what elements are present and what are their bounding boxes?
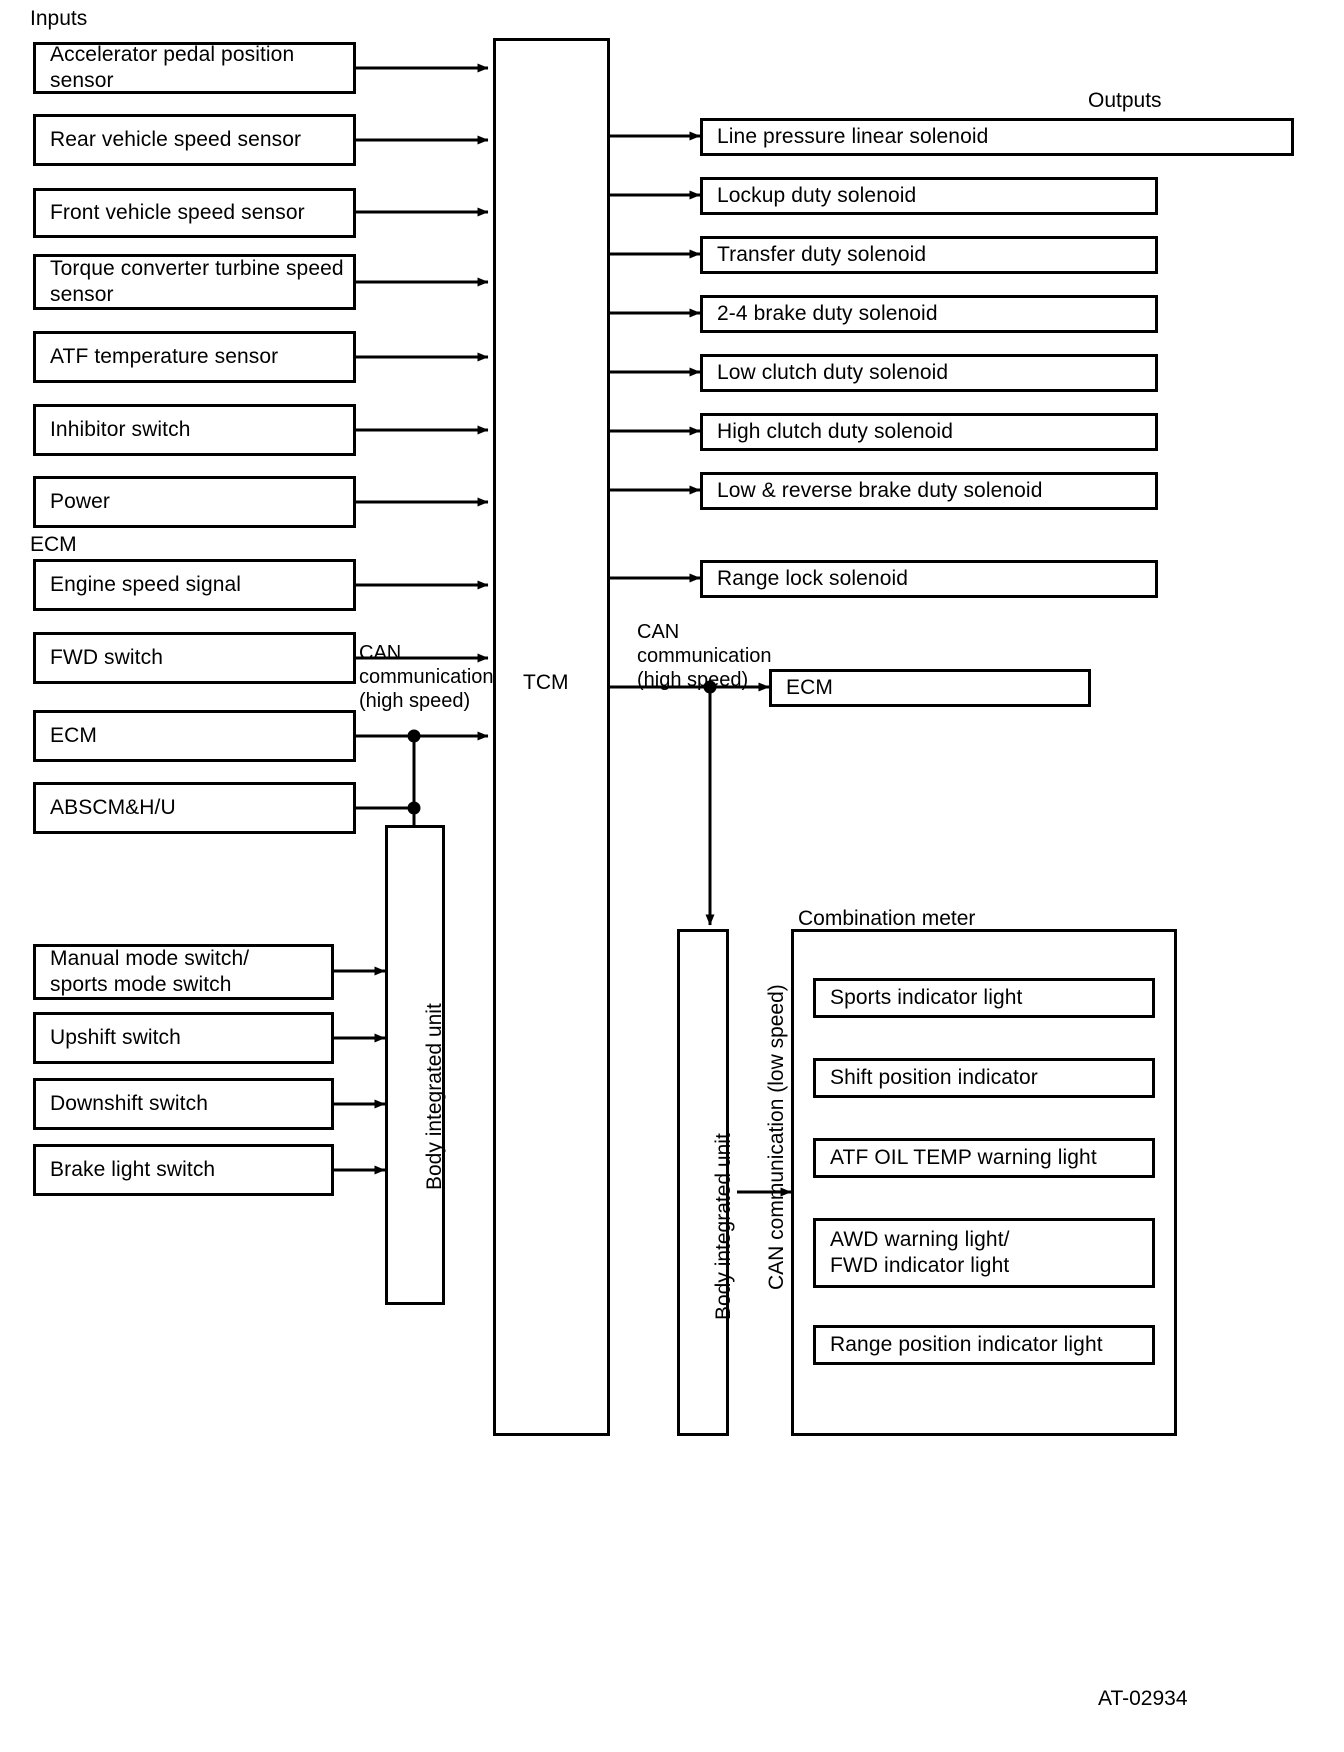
output-box-low-reverse-brake-duty-solenoid[interactable]: Low & reverse brake duty solenoid <box>700 472 1158 510</box>
input-box-inhibitor-switch[interactable]: Inhibitor switch <box>33 404 356 456</box>
input-box-atf-temperature-sensor[interactable]: ATF temperature sensor <box>33 331 356 383</box>
tcm-unit[interactable] <box>493 38 610 1436</box>
can-high-speed-label-left: CAN communication (high speed) <box>359 642 494 712</box>
output-box-2-4-brake-duty-solenoid[interactable]: 2-4 brake duty solenoid <box>700 295 1158 333</box>
figure-code: AT-02934 <box>1098 1687 1188 1710</box>
meter-label: AWD warning light/ FWD indicator light <box>830 1228 1010 1277</box>
meter-box-range-position-indicator-light[interactable]: Range position indicator light <box>813 1325 1155 1365</box>
output-box-line-pressure-linear-solenoid[interactable]: Line pressure linear solenoid <box>700 118 1294 156</box>
output-box-range-lock-solenoid[interactable]: Range lock solenoid <box>700 560 1158 598</box>
output-box-transfer-duty-solenoid[interactable]: Transfer duty solenoid <box>700 236 1158 274</box>
input-label: Rear vehicle speed sensor <box>50 128 302 152</box>
output-label: Range lock solenoid <box>717 567 909 591</box>
body-integrated-unit-left-label: Body integrated unit <box>423 1003 446 1190</box>
input-label: ABSCM&H/U <box>50 796 176 820</box>
output-box-ecm[interactable]: ECM <box>769 669 1091 707</box>
switch-label: Brake light switch <box>50 1158 216 1182</box>
output-label: High clutch duty solenoid <box>717 420 953 444</box>
switch-box-manual-sports-mode[interactable]: Manual mode switch/ sports mode switch <box>33 944 334 1000</box>
body-integrated-unit-left[interactable] <box>385 825 445 1305</box>
tcm-label: TCM <box>523 671 569 694</box>
ecm-group-heading: ECM <box>30 533 77 556</box>
meter-label: Sports indicator light <box>830 986 1023 1010</box>
combination-meter-group <box>791 929 1177 1436</box>
switch-label: Manual mode switch/ sports mode switch <box>50 947 250 996</box>
outputs-heading: Outputs <box>1088 89 1162 112</box>
input-label: ATF temperature sensor <box>50 345 279 369</box>
can-high-speed-label-right: CAN communication (high speed) <box>637 621 772 691</box>
output-box-low-clutch-duty-solenoid[interactable]: Low clutch duty solenoid <box>700 354 1158 392</box>
input-label: Power <box>50 490 111 514</box>
input-label: FWD switch <box>50 646 163 670</box>
input-box-abscm-hu[interactable]: ABSCM&H/U <box>33 782 356 834</box>
input-box-ecm[interactable]: ECM <box>33 710 356 762</box>
output-label: Lockup duty solenoid <box>717 184 917 208</box>
input-label: Torque converter turbine speed sensor <box>50 257 344 306</box>
input-label: Accelerator pedal position sensor <box>50 43 295 92</box>
meter-box-atf-oil-temp-warning-light[interactable]: ATF OIL TEMP warning light <box>813 1138 1155 1178</box>
switch-box-downshift[interactable]: Downshift switch <box>33 1078 334 1130</box>
output-label: ECM <box>786 676 833 700</box>
input-box-engine-speed-signal[interactable]: Engine speed signal <box>33 559 356 611</box>
input-label: Front vehicle speed sensor <box>50 201 305 225</box>
input-box-front-vehicle-speed-sensor[interactable]: Front vehicle speed sensor <box>33 188 356 238</box>
input-box-fwd-switch[interactable]: FWD switch <box>33 632 356 684</box>
combination-meter-heading: Combination meter <box>798 907 976 930</box>
meter-box-shift-position-indicator[interactable]: Shift position indicator <box>813 1058 1155 1098</box>
input-box-torque-converter-turbine-speed-sensor[interactable]: Torque converter turbine speed sensor <box>33 254 356 310</box>
switch-box-brake-light[interactable]: Brake light switch <box>33 1144 334 1196</box>
can-low-speed-label: CAN communication (low speed) <box>765 984 788 1290</box>
meter-label: Range position indicator light <box>830 1333 1103 1357</box>
input-box-power[interactable]: Power <box>33 476 356 528</box>
output-label: Low & reverse brake duty solenoid <box>717 479 1043 503</box>
body-integrated-unit-right-label: Body integrated unit <box>712 1133 735 1320</box>
output-label: Transfer duty solenoid <box>717 243 927 267</box>
input-box-accelerator-pedal-position-sensor[interactable]: Accelerator pedal position sensor <box>33 42 356 94</box>
output-box-lockup-duty-solenoid[interactable]: Lockup duty solenoid <box>700 177 1158 215</box>
switch-label: Downshift switch <box>50 1092 208 1116</box>
meter-label: ATF OIL TEMP warning light <box>830 1146 1097 1170</box>
meter-box-awd-fwd-indicator-light[interactable]: AWD warning light/ FWD indicator light <box>813 1218 1155 1288</box>
switch-label: Upshift switch <box>50 1026 181 1050</box>
input-label: Inhibitor switch <box>50 418 191 442</box>
output-label: Low clutch duty solenoid <box>717 361 949 385</box>
output-label: 2-4 brake duty solenoid <box>717 302 938 326</box>
output-label: Line pressure linear solenoid <box>717 125 989 149</box>
input-label: ECM <box>50 724 97 748</box>
output-box-high-clutch-duty-solenoid[interactable]: High clutch duty solenoid <box>700 413 1158 451</box>
meter-label: Shift position indicator <box>830 1066 1038 1090</box>
input-label: Engine speed signal <box>50 573 242 597</box>
body-integrated-unit-right[interactable] <box>677 929 729 1436</box>
input-box-rear-vehicle-speed-sensor[interactable]: Rear vehicle speed sensor <box>33 114 356 166</box>
meter-box-sports-indicator-light[interactable]: Sports indicator light <box>813 978 1155 1018</box>
inputs-heading: Inputs <box>30 7 88 30</box>
switch-box-upshift[interactable]: Upshift switch <box>33 1012 334 1064</box>
